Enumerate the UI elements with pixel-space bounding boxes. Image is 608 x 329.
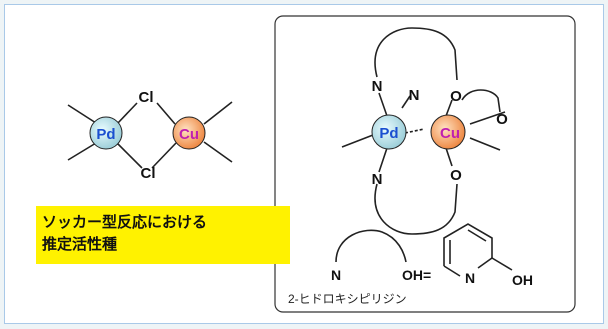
- ligand-n-label: N: [331, 267, 341, 283]
- left-cl-top-label: Cl: [139, 89, 154, 106]
- right-cu-atom: [430, 114, 466, 150]
- left-complex-bonds: [67, 101, 233, 169]
- pyridine-ring: [443, 223, 513, 277]
- right-complex-bonds: [341, 27, 506, 235]
- left-complex: Pd Cu Cl Cl: [67, 89, 233, 182]
- right-pd-atom: [371, 114, 407, 150]
- right-o-top-label: O: [450, 88, 462, 105]
- left-cu-label: Cu: [179, 126, 199, 143]
- right-complex: Pd Cu N N N O O O: [341, 27, 508, 235]
- active-species-caption: ソッカー型反応における 推定活性種: [36, 206, 290, 264]
- ligand-name-label: 2-ヒドロキシピリジン: [288, 292, 407, 306]
- right-pd-label: Pd: [379, 125, 398, 142]
- ligand-arc: [335, 229, 407, 263]
- left-cu-atom: [172, 116, 206, 150]
- right-n-top-label: N: [372, 78, 383, 95]
- pd-cu-interaction: [404, 128, 425, 134]
- right-complex-box: [274, 15, 576, 313]
- right-n-bottom-label: N: [372, 171, 383, 188]
- left-cl-bottom-label: Cl: [141, 165, 156, 182]
- pyridine-oh-label: OH: [512, 272, 533, 288]
- right-o-right-label: O: [496, 111, 508, 128]
- right-cu-label: Cu: [440, 125, 460, 142]
- right-o-bottom-label: O: [450, 167, 462, 184]
- ligand: N OH= N OH 2-ヒドロキシピリジン: [288, 223, 533, 306]
- figure-frame: [4, 4, 604, 324]
- caption-line-2: 推定活性種: [42, 236, 118, 253]
- left-pd-atom: [89, 116, 123, 150]
- left-pd-label: Pd: [96, 126, 115, 143]
- right-n-mid-label: N: [409, 87, 420, 104]
- caption-line-1: ソッカー型反応における: [42, 214, 208, 231]
- pyridine-n-label: N: [465, 270, 475, 286]
- ligand-oh-eq-label: OH=: [402, 267, 431, 283]
